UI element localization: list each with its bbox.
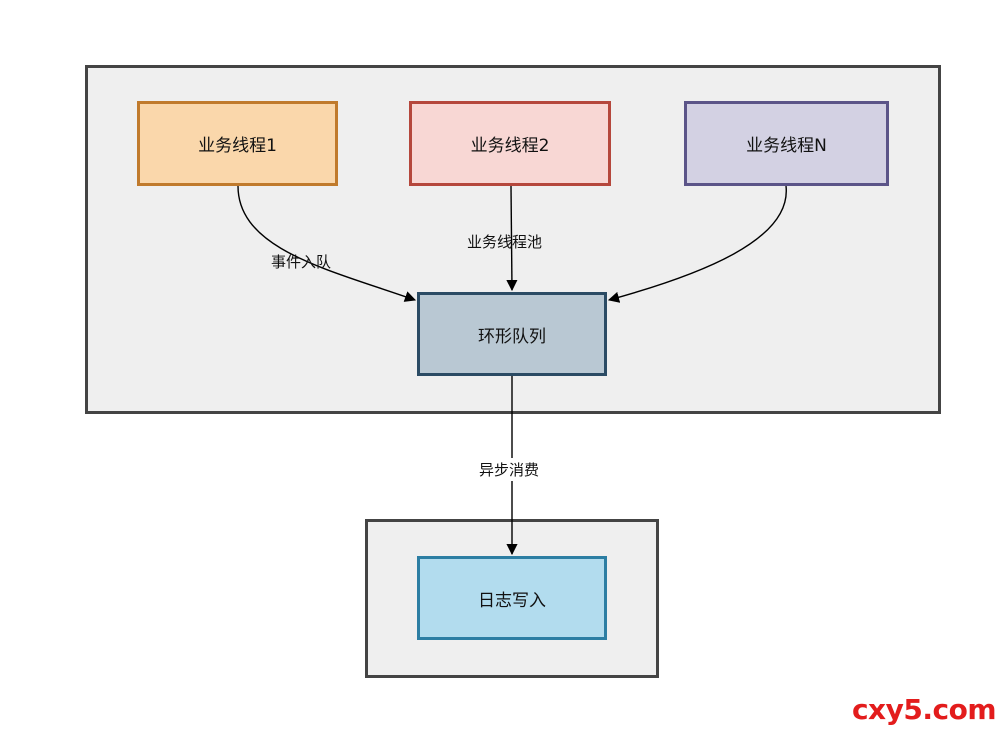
business-thread-1-node[interactable]: 业务线程1	[137, 101, 338, 186]
business-thread-n-label: 业务线程N	[746, 136, 827, 156]
edge-threadn-to-ring	[607, 185, 787, 303]
edge-label-thread-pool: 业务线程池	[467, 233, 543, 251]
ring-queue-node[interactable]: 环形队列	[417, 292, 607, 376]
edge-label-async-consume: 异步消费	[479, 458, 540, 481]
log-write-node[interactable]: 日志写入	[417, 556, 607, 640]
business-thread-1-label: 业务线程1	[198, 136, 277, 156]
edge-thread1-to-ring	[237, 185, 417, 302]
business-thread-2-node[interactable]: 业务线程2	[409, 101, 611, 186]
business-thread-n-node[interactable]: 业务线程N	[684, 101, 889, 186]
edge-label-enqueue: 事件入队	[271, 253, 332, 271]
edge-thread2-to-ring	[506, 185, 518, 292]
log-write-label: 日志写入	[478, 590, 546, 611]
watermark-logo: cxy5.com	[851, 693, 997, 726]
ring-queue-label: 环形队列	[478, 326, 546, 347]
business-thread-2-label: 业务线程2	[470, 136, 550, 156]
